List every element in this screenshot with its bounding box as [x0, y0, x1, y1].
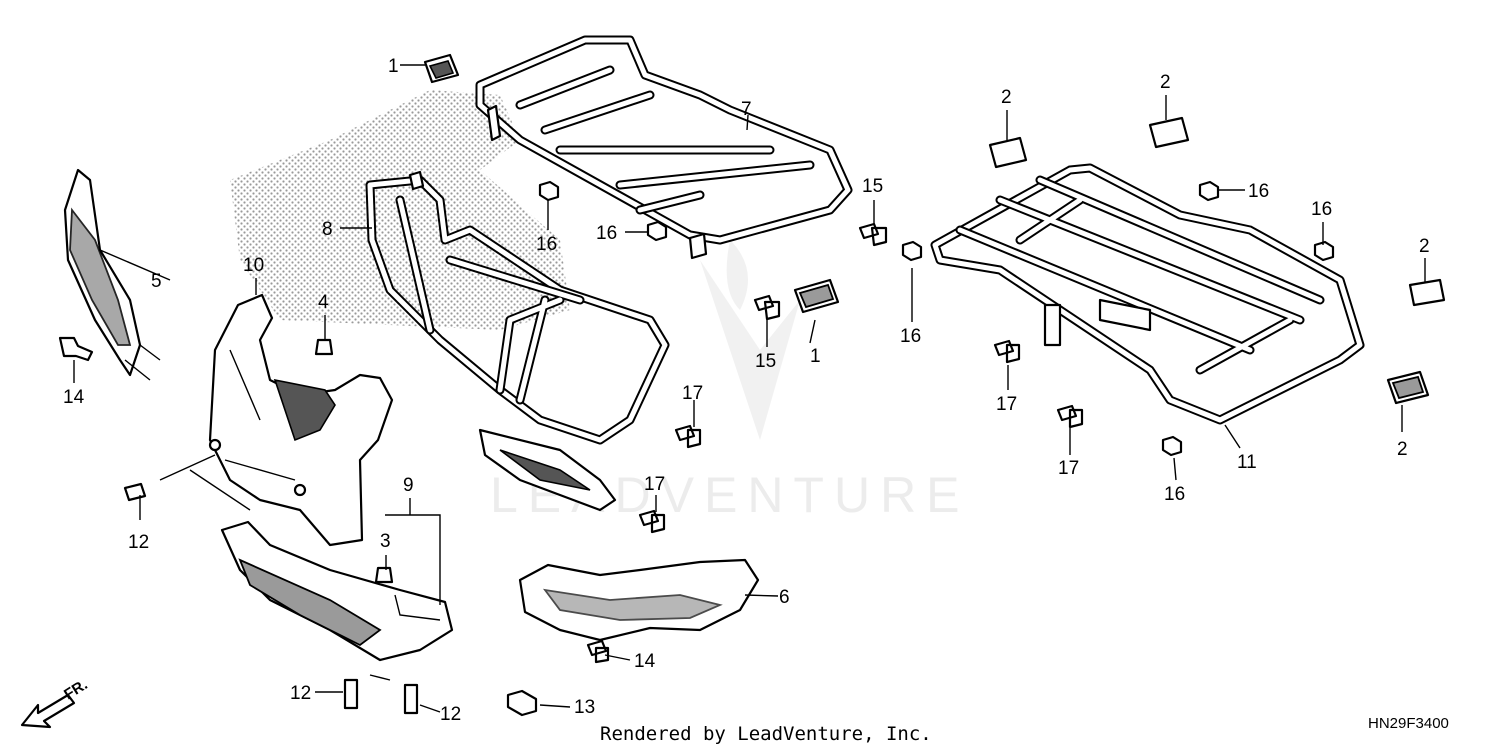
grommet-3: [374, 566, 394, 584]
callout-17d: 17: [1058, 458, 1079, 479]
callout-16e: 16: [1311, 199, 1332, 220]
front-arrow-icon: [20, 693, 76, 729]
callout-1a: 1: [388, 56, 399, 77]
callout-14b: 14: [634, 651, 656, 672]
callouts: 1 1 2 2 2 2 3 4 5 6 7 8 9 10 11 12 12 12…: [63, 56, 1430, 725]
grommet-4: [314, 338, 334, 356]
nut-16b: [646, 220, 668, 242]
callout-12b: 12: [290, 683, 311, 704]
nut-16f: [1161, 435, 1183, 457]
front-guard-8[interactable]: [365, 170, 670, 512]
bolt-17b: [638, 509, 666, 534]
callout-15a: 15: [862, 176, 883, 197]
nut-16a: [538, 180, 560, 202]
callout-2d: 2: [1397, 439, 1408, 460]
callout-17c: 17: [996, 394, 1017, 415]
callout-7: 7: [741, 99, 752, 120]
bolt-12c: [403, 683, 419, 715]
bolt-17c: [993, 339, 1021, 364]
callout-12c: 12: [440, 704, 461, 725]
callout-16b: 16: [596, 223, 617, 244]
pad-2b[interactable]: [1148, 116, 1190, 149]
callout-11: 11: [1237, 452, 1257, 473]
callout-10: 10: [243, 255, 264, 276]
callout-17a: 17: [682, 383, 703, 404]
callout-8: 8: [322, 219, 333, 240]
front-direction-indicator: FR.: [20, 676, 91, 729]
pad-2d[interactable]: [1386, 370, 1430, 405]
rendered-by-text: Rendered by LeadVenture, Inc.: [600, 723, 932, 745]
callout-2a: 2: [1001, 87, 1012, 108]
callout-15b: 15: [755, 351, 776, 372]
pad-2c[interactable]: [1408, 278, 1446, 307]
callout-16c: 16: [900, 326, 921, 347]
front-carrier-7[interactable]: [475, 35, 853, 260]
bolt-12b: [343, 678, 359, 710]
callout-16d: 16: [1248, 181, 1269, 202]
bolt-12a: [123, 482, 147, 502]
side-panel-5[interactable]: [63, 168, 161, 381]
leader-lines: [73, 64, 1426, 713]
callout-3: 3: [380, 531, 391, 552]
bolt-15a: [858, 222, 888, 247]
bolt-17d: [1056, 404, 1084, 429]
callout-17b: 17: [644, 474, 665, 495]
skid-plate-9[interactable]: [220, 520, 454, 662]
callout-14a: 14: [63, 387, 85, 408]
callout-12a: 12: [128, 532, 149, 553]
callout-1b: 1: [810, 346, 821, 367]
callout-5: 5: [151, 271, 162, 292]
callout-6: 6: [779, 587, 790, 608]
front-cover-10[interactable]: [208, 293, 394, 547]
fasteners: [58, 180, 1335, 717]
callout-16a: 16: [536, 234, 557, 255]
callout-2b: 2: [1160, 72, 1171, 93]
diagram-code: HN29F3400: [1368, 715, 1449, 732]
pad-1b[interactable]: [793, 278, 840, 314]
pad-2a[interactable]: [988, 136, 1028, 169]
callout-9: 9: [403, 475, 414, 496]
bolt-15b: [753, 294, 781, 321]
bolt-17a: [674, 424, 702, 449]
callout-2c: 2: [1419, 236, 1430, 257]
bolt-13: [506, 689, 538, 717]
rear-carrier-11[interactable]: [930, 163, 1365, 425]
nut-16e: [1313, 240, 1335, 262]
clip-14a: [58, 336, 94, 362]
nut-16c: [901, 240, 923, 262]
callout-16f: 16: [1164, 484, 1185, 505]
callout-13: 13: [574, 697, 595, 718]
side-cover-6[interactable]: [518, 558, 760, 642]
callout-4: 4: [318, 292, 329, 313]
bolt-14b: [586, 639, 610, 664]
pad-1a[interactable]: [423, 53, 460, 84]
nut-16d: [1198, 180, 1220, 202]
